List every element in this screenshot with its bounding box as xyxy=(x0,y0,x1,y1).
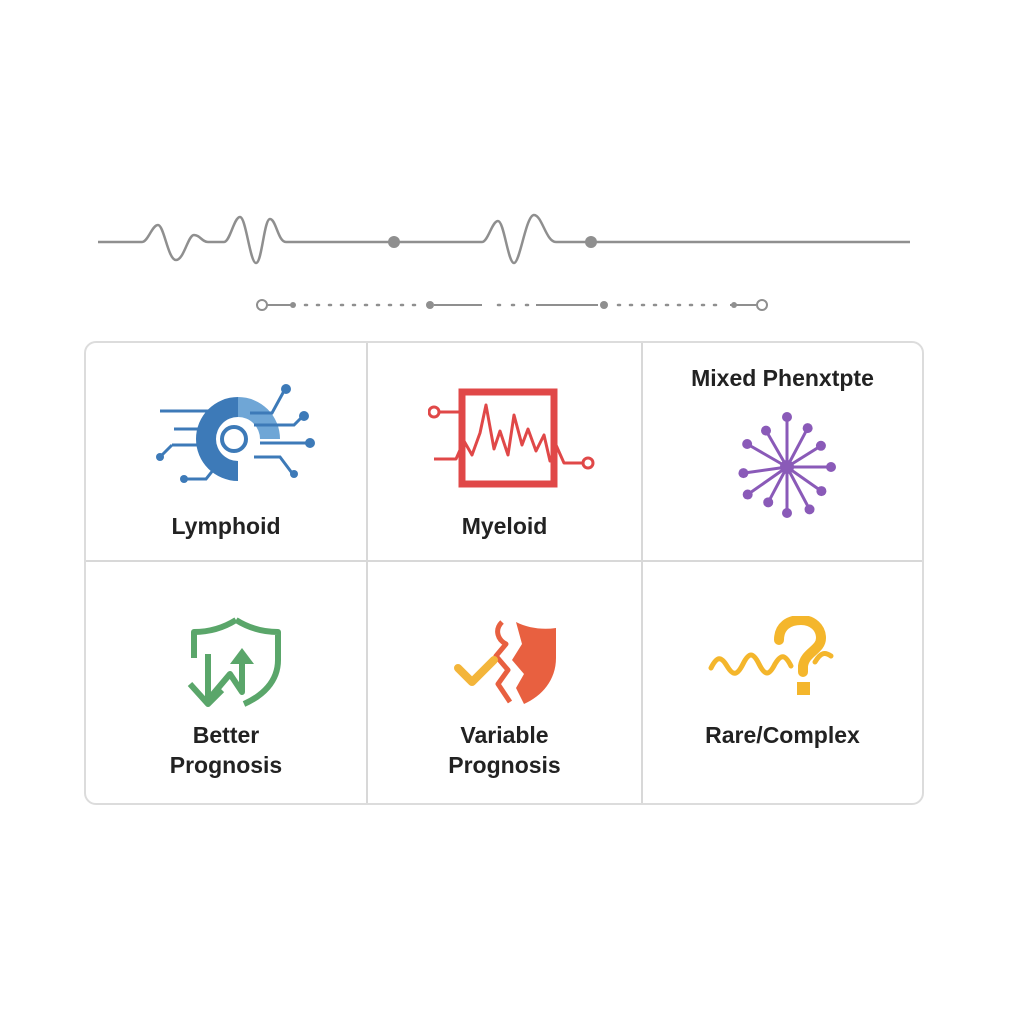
category-cell-variable-prognosis: Variable Prognosis xyxy=(368,562,643,803)
category-label-lymphoid: Lymphoid xyxy=(171,513,281,539)
timeline-start-node xyxy=(256,299,268,311)
category-label-rare-complex: Rare/Complex xyxy=(705,722,860,748)
timeline-end-node xyxy=(756,299,768,311)
wave-question-icon xyxy=(708,616,834,695)
category-grid: Lymphoid Myeloid Mixed Phenxtpte xyxy=(84,341,924,805)
category-cell-better-prognosis: Better Prognosis xyxy=(86,562,368,803)
circuit-cell-icon xyxy=(156,384,315,483)
category-label-mixed-phenotype: Mixed Phenxtpte xyxy=(691,365,874,391)
waveform-line xyxy=(98,213,910,265)
shield-arrow-up-icon xyxy=(187,617,281,707)
category-cell-rare-complex: Rare/Complex xyxy=(643,562,922,803)
category-label-variable-prognosis: Variable Prognosis xyxy=(448,722,561,778)
category-label-myeloid: Myeloid xyxy=(461,513,548,539)
waveform-node-2 xyxy=(585,236,597,248)
category-label-better-prognosis: Better Prognosis xyxy=(169,722,283,778)
category-cell-myeloid: Myeloid xyxy=(368,343,643,562)
starburst-network-icon xyxy=(738,412,836,518)
category-cell-mixed-phenotype: Mixed Phenxtpte xyxy=(643,343,922,562)
signal-waveform xyxy=(98,213,910,265)
dotted-timeline xyxy=(256,299,768,311)
waveform-node-1 xyxy=(388,236,400,248)
category-cell-lymphoid: Lymphoid xyxy=(86,343,368,562)
broken-shield-check-icon xyxy=(454,620,556,704)
waveform-square-icon xyxy=(428,388,595,488)
